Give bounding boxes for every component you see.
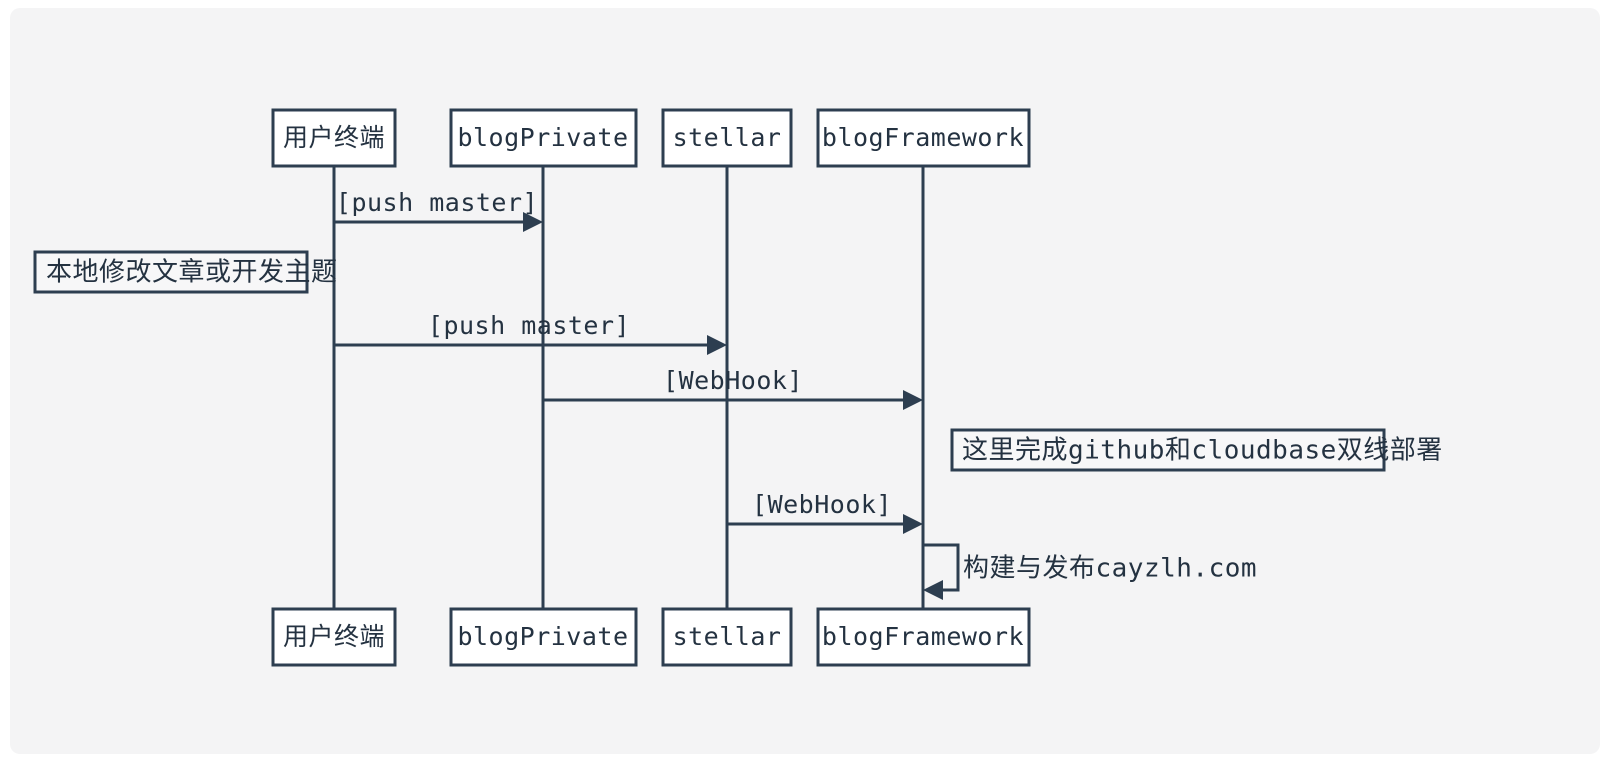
message-3-label: [WebHook] <box>663 366 803 395</box>
message-2-arrowhead <box>707 335 727 355</box>
participant-label-stellar-top: stellar <box>673 123 782 152</box>
message-2-label: [push master] <box>428 311 630 340</box>
message-3-arrowhead <box>903 390 923 410</box>
participant-label-blogprivate-top: blogPrivate <box>457 123 628 152</box>
participant-boxes-bottom: 用户终端 blogPrivate stellar blogFramework <box>271 607 1031 667</box>
participant-boxes-top: 用户终端 blogPrivate stellar blogFramework <box>271 108 1031 168</box>
self-message-label: 构建与发布cayzlh.com <box>963 554 1257 584</box>
self-message-path <box>923 543 960 592</box>
participant-box-blogprivate-bottom[interactable] <box>449 607 638 667</box>
lifelines <box>332 166 925 609</box>
participant-box-user-top[interactable] <box>271 108 397 168</box>
participant-label-blogframework-top: blogFramework <box>822 123 1024 152</box>
note-deploy-label: 这里完成github和cloudbase双线部署 <box>962 436 1443 466</box>
message-4-arrowhead <box>903 514 923 534</box>
message-1-push-master[interactable]: [push master] <box>334 188 543 232</box>
participant-label-blogprivate-bottom: blogPrivate <box>457 622 628 651</box>
note-local-edit: 本地修改文章或开发主题 <box>33 250 338 294</box>
message-4-webhook[interactable]: [WebHook] <box>727 490 923 534</box>
participant-label-user-bottom: 用户终端 <box>283 622 385 651</box>
participant-box-blogprivate-top[interactable] <box>449 108 638 168</box>
message-2-push-master[interactable]: [push master] <box>334 311 727 355</box>
message-1-arrowhead <box>523 212 543 232</box>
participant-label-blogframework-bottom: blogFramework <box>822 622 1024 651</box>
note-local-edit-label: 本地修改文章或开发主题 <box>46 258 338 288</box>
note-local-edit-box <box>33 250 309 294</box>
participant-box-stellar-top[interactable] <box>661 108 793 168</box>
participant-label-user-top: 用户终端 <box>283 123 385 152</box>
participant-box-stellar-bottom[interactable] <box>661 607 793 667</box>
note-deploy: 这里完成github和cloudbase双线部署 <box>950 428 1443 472</box>
participant-box-blogframework-top[interactable] <box>816 108 1031 168</box>
message-1-label: [push master] <box>336 188 538 217</box>
note-deploy-box <box>950 428 1386 472</box>
participant-box-blogframework-bottom[interactable] <box>816 607 1031 667</box>
self-message-arrowhead <box>923 580 943 600</box>
participant-box-user-bottom[interactable] <box>271 607 397 667</box>
participant-label-stellar-bottom: stellar <box>673 622 782 651</box>
message-4-label: [WebHook] <box>752 490 892 519</box>
self-message-build-publish[interactable]: 构建与发布cayzlh.com <box>923 543 1257 600</box>
message-3-webhook[interactable]: [WebHook] <box>543 366 923 410</box>
